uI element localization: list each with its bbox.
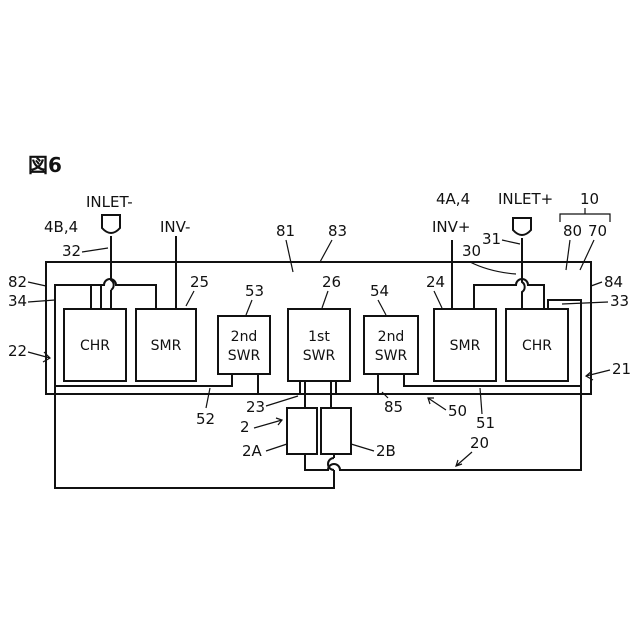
inlet-minus-ref: 4B,4 bbox=[44, 218, 78, 236]
ref-81: 81 bbox=[276, 222, 295, 240]
ref-53: 53 bbox=[245, 282, 264, 300]
leader-80 bbox=[566, 240, 570, 270]
leader-25 bbox=[186, 291, 194, 306]
inlet-plus-connector-icon bbox=[513, 218, 531, 235]
swr1-block bbox=[288, 309, 350, 381]
leader-84 bbox=[591, 282, 602, 286]
leader-54 bbox=[378, 300, 386, 315]
swr1-label-bottom: SWR bbox=[303, 348, 336, 364]
ref-70: 70 bbox=[588, 222, 607, 240]
leader-33 bbox=[562, 302, 608, 304]
leader-50 bbox=[428, 398, 446, 410]
wire-32-crossover bbox=[111, 275, 114, 290]
figure-title: 図6 bbox=[28, 153, 62, 177]
swr2-right-block bbox=[364, 316, 418, 374]
ref-10: 10 bbox=[580, 190, 599, 208]
ref-85: 85 bbox=[384, 398, 403, 416]
leader-23 bbox=[266, 396, 298, 406]
leader-32 bbox=[82, 248, 108, 252]
ref-54: 54 bbox=[370, 282, 389, 300]
leader-82 bbox=[28, 282, 46, 286]
smr-left-label: SMR bbox=[151, 338, 182, 354]
leader-30 bbox=[470, 262, 516, 274]
brace-10 bbox=[560, 208, 610, 222]
ref-83: 83 bbox=[328, 222, 347, 240]
wire-31-crossover bbox=[522, 278, 525, 309]
leader-2 bbox=[254, 418, 282, 428]
swr2-right-label-top: 2nd bbox=[378, 329, 405, 345]
inlet-plus-ref: 4A,4 bbox=[436, 190, 470, 208]
inlet-plus-label: INLET+ bbox=[498, 190, 553, 208]
leader-51 bbox=[480, 388, 482, 414]
swr2-left-label-bottom: SWR bbox=[228, 348, 261, 364]
leader-34 bbox=[28, 300, 55, 302]
leader-81 bbox=[286, 240, 293, 272]
ref-20: 20 bbox=[470, 434, 489, 452]
swr2-left-block bbox=[218, 316, 270, 374]
leader-20 bbox=[456, 452, 472, 466]
inlet-minus-label: INLET- bbox=[86, 193, 133, 211]
inlet-minus-connector-icon bbox=[102, 215, 120, 233]
ref-31: 31 bbox=[482, 230, 501, 248]
swr2-left-label-top: 2nd bbox=[231, 329, 258, 345]
battery-2b bbox=[321, 408, 351, 454]
ref-80: 80 bbox=[563, 222, 582, 240]
ref-2B: 2B bbox=[376, 442, 396, 460]
ref-50: 50 bbox=[448, 402, 467, 420]
ref-52: 52 bbox=[196, 410, 215, 428]
leader-21 bbox=[586, 370, 610, 380]
swr2-right-label-bottom: SWR bbox=[375, 348, 408, 364]
ref-2: 2 bbox=[240, 418, 250, 436]
ref-30: 30 bbox=[462, 242, 481, 260]
leader-2A bbox=[266, 444, 287, 451]
ref-21: 21 bbox=[612, 360, 631, 378]
ref-84: 84 bbox=[604, 273, 623, 291]
ref-26: 26 bbox=[322, 273, 341, 291]
battery-2a bbox=[287, 408, 317, 454]
ref-82: 82 bbox=[8, 273, 27, 291]
smr-right-label: SMR bbox=[450, 338, 481, 354]
leader-31 bbox=[502, 240, 520, 244]
leader-53 bbox=[246, 300, 252, 315]
chr-right-label: CHR bbox=[522, 338, 552, 354]
leader-26 bbox=[322, 291, 328, 308]
ref-25: 25 bbox=[190, 273, 209, 291]
leader-83 bbox=[320, 240, 332, 262]
ref-23: 23 bbox=[246, 398, 265, 416]
leader-52 bbox=[206, 388, 210, 408]
wire-right-hump bbox=[474, 279, 544, 309]
ref-32: 32 bbox=[62, 242, 81, 260]
ref-22: 22 bbox=[8, 342, 27, 360]
ref-34: 34 bbox=[8, 292, 27, 310]
leader-2B bbox=[351, 444, 374, 451]
ref-24: 24 bbox=[426, 273, 445, 291]
inv-minus-label: INV- bbox=[160, 218, 190, 236]
ref-51: 51 bbox=[476, 414, 495, 432]
swr1-label-top: 1st bbox=[308, 329, 330, 345]
ref-2A: 2A bbox=[242, 442, 263, 460]
inv-plus-label: INV+ bbox=[432, 218, 470, 236]
ref-33: 33 bbox=[610, 292, 629, 310]
chr-left-label: CHR bbox=[80, 338, 110, 354]
leader-24 bbox=[434, 291, 442, 308]
